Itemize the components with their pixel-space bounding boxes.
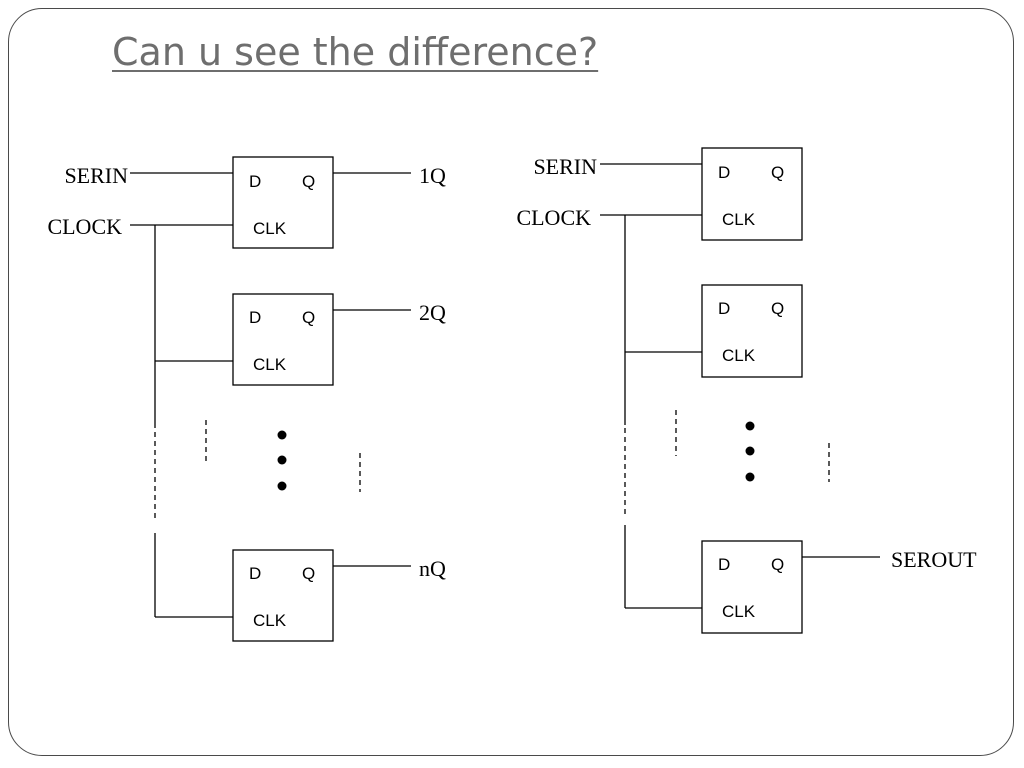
ff-q-label: Q <box>302 564 315 583</box>
ff-d-label: D <box>249 308 261 327</box>
ff-d-label: D <box>718 163 730 182</box>
right-flip-flop-2 <box>701 284 803 378</box>
right-ellipsis-dots <box>745 421 755 482</box>
left-flip-flop-n <box>232 549 334 642</box>
slide-title: Can u see the difference? <box>112 30 599 74</box>
left-output-label-2: 2Q <box>419 300 446 325</box>
ff-d-label: D <box>718 299 730 318</box>
ff-q-label: Q <box>771 555 784 574</box>
left-clock-label: CLOCK <box>47 214 122 239</box>
ff-clk-label: CLK <box>722 602 756 621</box>
ff-clk-label: CLK <box>722 346 756 365</box>
ff-clk-label: CLK <box>253 219 287 238</box>
left-flip-flop-1 <box>232 156 334 249</box>
ff-clk-label: CLK <box>253 355 287 374</box>
ff-d-label: D <box>249 172 261 191</box>
left-flip-flop-2 <box>232 293 334 386</box>
left-serin-label: SERIN <box>64 163 128 188</box>
ff-clk-label: CLK <box>722 210 756 229</box>
left-circuit <box>130 156 411 642</box>
left-ellipsis-dots <box>277 430 287 491</box>
right-serin-label: SERIN <box>533 154 597 179</box>
left-output-label-n: nQ <box>419 556 446 581</box>
ff-clk-label: CLK <box>253 611 287 630</box>
right-clock-label: CLOCK <box>516 205 591 230</box>
ff-d-label: D <box>249 564 261 583</box>
ff-q-label: Q <box>771 163 784 182</box>
right-circuit <box>600 147 880 634</box>
ff-q-label: Q <box>302 172 315 191</box>
right-flip-flop-1 <box>701 147 803 241</box>
left-output-label-1: 1Q <box>419 163 446 188</box>
right-flip-flop-n <box>701 540 803 634</box>
ff-q-label: Q <box>302 308 315 327</box>
slide-frame <box>8 8 1014 756</box>
right-serout-label: SEROUT <box>891 547 977 572</box>
ff-d-label: D <box>718 555 730 574</box>
ff-q-label: Q <box>771 299 784 318</box>
